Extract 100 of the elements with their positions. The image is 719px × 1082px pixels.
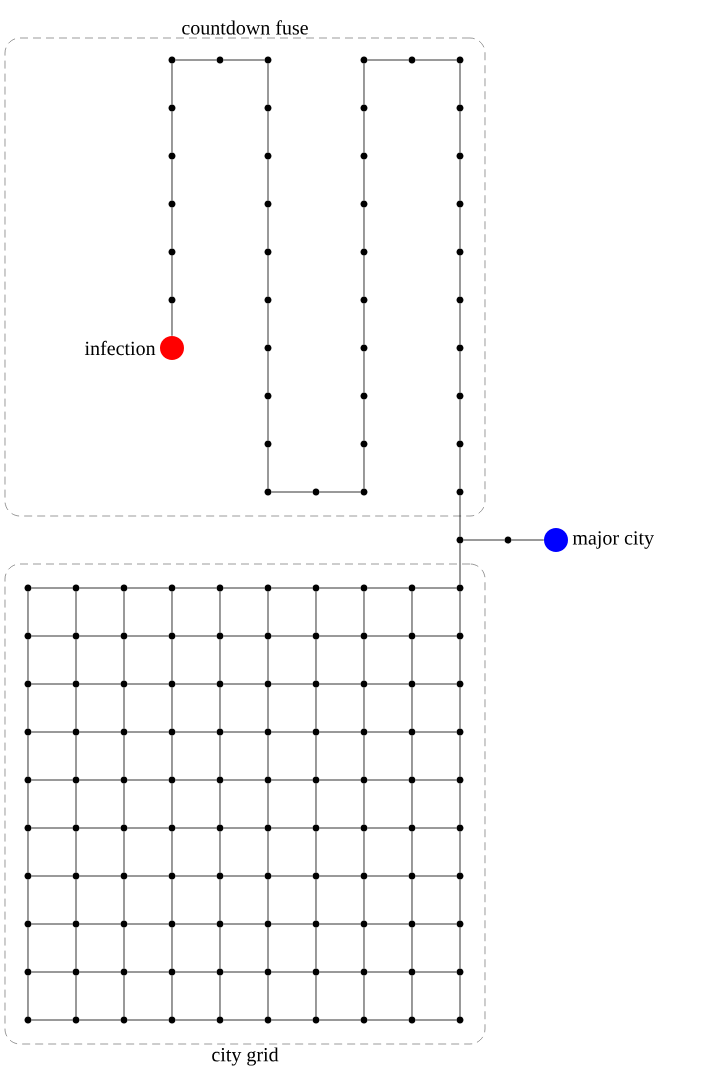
line xyxy=(459,351,461,393)
line xyxy=(271,779,313,781)
line xyxy=(171,255,173,297)
line xyxy=(267,399,269,441)
line xyxy=(415,875,457,877)
line xyxy=(367,59,409,61)
line xyxy=(79,779,121,781)
line xyxy=(223,587,265,589)
line xyxy=(367,875,409,877)
line xyxy=(459,687,461,729)
line xyxy=(27,927,29,969)
line xyxy=(267,63,269,105)
line xyxy=(223,1019,265,1021)
line xyxy=(319,491,361,493)
line xyxy=(171,687,173,729)
line xyxy=(79,827,121,829)
line xyxy=(171,63,173,105)
line xyxy=(127,731,169,733)
line xyxy=(219,831,221,873)
line xyxy=(79,971,121,973)
line xyxy=(319,827,361,829)
line xyxy=(363,687,365,729)
line xyxy=(415,587,457,589)
line xyxy=(219,975,221,1017)
line xyxy=(171,303,173,337)
line xyxy=(459,639,461,681)
line xyxy=(319,875,361,877)
line xyxy=(411,927,413,969)
line xyxy=(271,683,313,685)
line xyxy=(31,587,73,589)
line xyxy=(75,879,77,921)
line xyxy=(315,975,317,1017)
line xyxy=(267,831,269,873)
line xyxy=(219,591,221,633)
line xyxy=(315,831,317,873)
group-box: city grid xyxy=(4,563,486,1066)
line xyxy=(175,779,217,781)
line xyxy=(123,591,125,633)
line xyxy=(367,587,409,589)
line xyxy=(415,683,457,685)
line xyxy=(223,779,265,781)
line xyxy=(367,923,409,925)
line xyxy=(459,207,461,249)
line xyxy=(319,923,361,925)
line xyxy=(411,591,413,633)
line xyxy=(175,59,217,61)
line xyxy=(267,207,269,249)
line xyxy=(459,447,461,489)
line xyxy=(31,875,73,877)
line xyxy=(75,975,77,1017)
line xyxy=(175,731,217,733)
line xyxy=(223,635,265,637)
line xyxy=(271,875,313,877)
line xyxy=(75,831,77,873)
line xyxy=(123,879,125,921)
node-label: countdown fuse xyxy=(182,20,308,35)
line xyxy=(79,731,121,733)
line xyxy=(271,491,313,493)
line xyxy=(79,875,121,877)
line xyxy=(27,639,29,681)
line xyxy=(223,971,265,973)
line xyxy=(175,827,217,829)
line xyxy=(127,923,169,925)
line xyxy=(271,635,313,637)
line xyxy=(31,923,73,925)
line xyxy=(363,351,365,393)
line xyxy=(415,731,457,733)
line xyxy=(223,683,265,685)
line xyxy=(171,879,173,921)
line xyxy=(315,687,317,729)
line xyxy=(267,303,269,345)
line xyxy=(267,735,269,777)
line xyxy=(415,635,457,637)
line xyxy=(315,783,317,825)
line xyxy=(363,783,365,825)
line xyxy=(219,639,221,681)
line xyxy=(315,735,317,777)
line xyxy=(267,927,269,969)
line xyxy=(411,687,413,729)
line xyxy=(411,735,413,777)
line xyxy=(411,831,413,873)
line xyxy=(219,687,221,729)
line xyxy=(31,731,73,733)
line xyxy=(31,683,73,685)
line xyxy=(315,927,317,969)
line xyxy=(411,783,413,825)
line xyxy=(363,735,365,777)
line xyxy=(31,827,73,829)
line xyxy=(459,879,461,921)
line xyxy=(123,735,125,777)
line xyxy=(79,1019,121,1021)
line xyxy=(267,255,269,297)
line xyxy=(459,783,461,825)
line xyxy=(267,111,269,153)
line xyxy=(415,971,457,973)
line xyxy=(175,1019,217,1021)
line xyxy=(411,879,413,921)
line xyxy=(363,639,365,681)
line xyxy=(223,731,265,733)
line xyxy=(267,351,269,393)
